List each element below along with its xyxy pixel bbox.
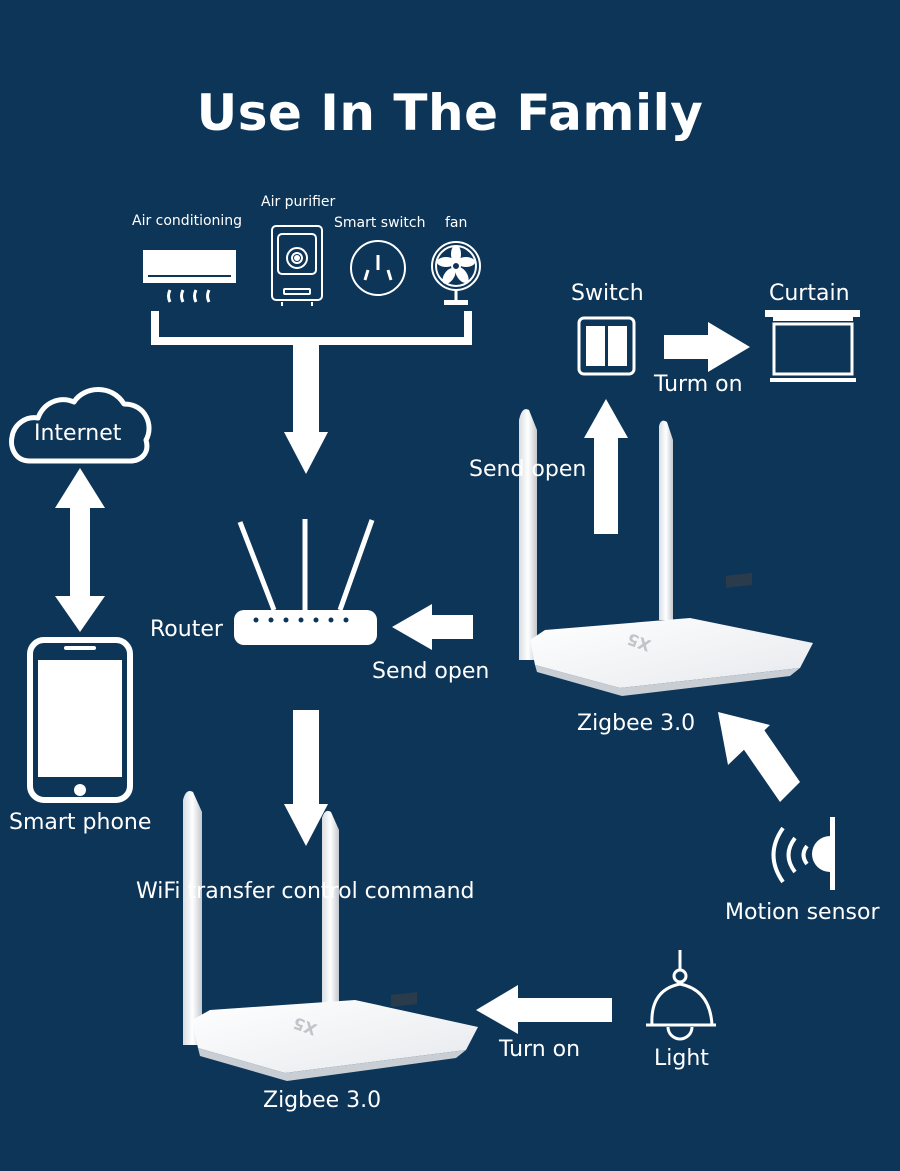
- arrow-light-to-zigbee: [476, 985, 612, 1034]
- smart-phone-icon: [27, 637, 133, 803]
- light-label: Light: [654, 1046, 709, 1071]
- cloud-icon: [9, 387, 152, 464]
- smart-phone-label: Smart phone: [9, 810, 152, 835]
- arrow-internet-phone: [55, 468, 105, 632]
- motion-sensor-label: Motion sensor: [725, 900, 880, 925]
- zigbee-gateway-right: X5: [519, 409, 813, 696]
- internet-label: Internet: [34, 421, 122, 446]
- smart-switch-label: Smart switch: [334, 215, 426, 231]
- wifi-transfer-label: WiFi transfer control command: [136, 879, 475, 904]
- air-conditioning-label: Air conditioning: [132, 213, 243, 229]
- page-title: Use In The Family: [196, 84, 704, 142]
- air-purifier-icon: [271, 225, 323, 306]
- appliances-bracket: [151, 311, 472, 345]
- wall-switch-icon: [577, 316, 636, 376]
- fan-label: fan: [445, 215, 468, 231]
- fan-icon: [431, 241, 481, 305]
- air-purifier-label: Air purifier: [261, 194, 336, 210]
- turn-on-light-label: Turn on: [499, 1037, 581, 1062]
- arrow-up-to-switch: [584, 399, 628, 534]
- switch-label: Switch: [571, 281, 644, 306]
- zigbee-right-label: Zigbee 3.0: [577, 711, 696, 736]
- arrow-zigbee-to-router: [392, 604, 473, 650]
- arrow-down-to-router: [284, 345, 328, 474]
- curtain-icon: [765, 310, 860, 382]
- motion-sensor-icon: [771, 817, 835, 890]
- send-open-left-label: Send open: [372, 659, 490, 684]
- arrow-motion-to-zigbee: [718, 712, 800, 802]
- arrow-switch-to-curtain: [664, 322, 750, 372]
- zigbee-gateway-bottom: X5: [183, 791, 478, 1081]
- air-conditioner-icon: [143, 250, 236, 303]
- router-label: Router: [150, 617, 223, 642]
- curtain-label: Curtain: [769, 281, 850, 306]
- smart-switch-icon: [350, 240, 406, 296]
- turn-on-curtain-label: Turm on: [654, 372, 743, 397]
- light-icon: [646, 950, 716, 1041]
- send-open-up-label: Send open: [469, 457, 587, 482]
- arrow-router-down: [284, 710, 328, 846]
- zigbee-bottom-label: Zigbee 3.0: [263, 1088, 382, 1113]
- router-icon: [234, 519, 377, 645]
